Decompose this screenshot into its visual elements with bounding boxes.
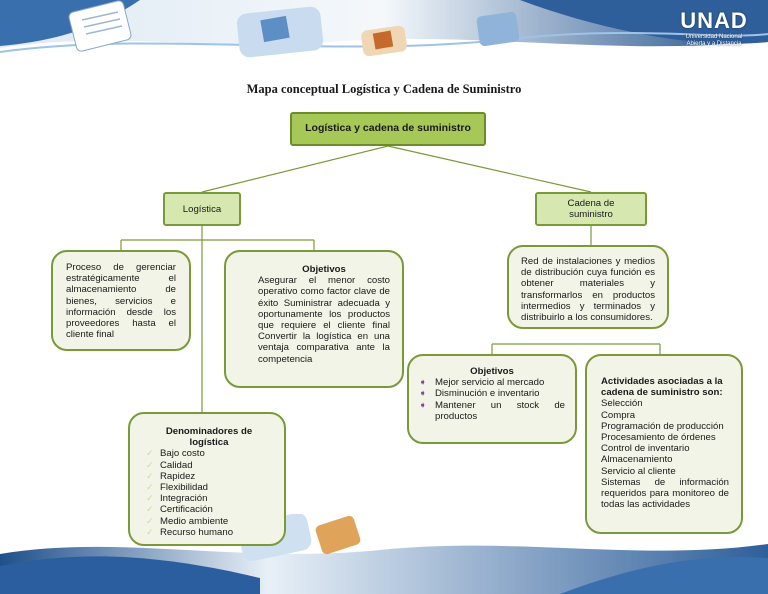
list-item: ✓Calidad — [146, 459, 193, 471]
list-item: ➧Mejor servicio al mercado — [419, 377, 545, 389]
logistica-objetivos-title: Objetivos — [302, 264, 346, 275]
actividad-item-4: Control de inventario — [601, 443, 690, 455]
logo-mark: UNAD — [680, 8, 748, 33]
logistica-objetivos-text: Asegurar el menor costo operativo como f… — [258, 275, 390, 365]
actividad-item-1: Compra — [601, 409, 636, 421]
document-icon — [236, 6, 324, 58]
actividades-title: Actividades asociadas a la cadena de sum… — [601, 376, 723, 399]
list-item: ✓Recurso humano — [146, 526, 234, 538]
actividad-item-5: Almacenamiento — [601, 454, 673, 466]
actividad-item-0: Selección — [601, 398, 643, 410]
logo-subtitle-line1: Universidad Nacional — [685, 34, 743, 40]
denominadores-list: ✓Bajo costo ✓Calidad ✓Rapidez ✓Flexibili… — [146, 448, 272, 538]
arrow-bullet-icon: ➧ — [419, 399, 427, 410]
list-item: ✓Medio ambiente — [146, 515, 229, 527]
check-icon: ✓ — [146, 493, 154, 504]
cadena-suministro-node: Cadena de suministro — [535, 192, 647, 226]
cadena-definition-text: Red de instalaciones y medios de distrib… — [521, 256, 655, 324]
actividad-item-7: Sistemas de información requeridos para … — [601, 476, 729, 511]
actividad-item-2: Programación de producción — [601, 420, 724, 432]
actividades-box: Actividades asociadas a la cadena de sum… — [585, 354, 743, 534]
unad-logo: UNAD Universidad Nacional Abierta y a Di… — [672, 8, 756, 48]
top-banner-decoration — [0, 0, 768, 58]
logistica-definition-text: Proceso de gerenciar estratégicamente el… — [66, 262, 176, 341]
cadena-objetivos-list: ➧Mejor servicio al mercado ➧Disminución … — [419, 377, 565, 422]
book-icon — [361, 25, 407, 57]
actividad-item-3: Procesamiento de órdenes — [601, 432, 716, 444]
notepad-icon — [68, 0, 132, 52]
check-icon: ✓ — [146, 504, 154, 515]
root-node: Logística y cadena de suministro — [290, 112, 486, 146]
arrow-bullet-icon: ➧ — [419, 388, 427, 399]
check-icon: ✓ — [146, 470, 154, 481]
denominadores-box: Denominadores de logística ✓Bajo costo ✓… — [128, 412, 286, 546]
check-icon: ✓ — [146, 448, 154, 459]
cadena-objetivos-box: Objetivos ➧Mejor servicio al mercado ➧Di… — [407, 354, 577, 444]
check-icon: ✓ — [146, 459, 154, 470]
list-item: ✓Flexibilidad — [146, 482, 208, 494]
logistica-definition-box: Proceso de gerenciar estratégicamente el… — [51, 250, 191, 351]
arrow-bullet-icon: ➧ — [419, 377, 427, 388]
page-title: Mapa conceptual Logística y Cadena de Su… — [246, 82, 522, 96]
list-item: ✓Integración — [146, 493, 208, 505]
list-item: ✓Bajo costo — [146, 448, 205, 460]
check-icon: ✓ — [146, 482, 154, 493]
logistica-node: Logística — [163, 192, 241, 226]
list-item: ➧Mantener un stock de productos — [419, 399, 565, 422]
logistica-objetivos-box: Objetivos Asegurar el menor costo operat… — [224, 250, 404, 388]
list-item: ✓Rapidez — [146, 470, 196, 482]
denominadores-title: Denominadores de logística — [165, 426, 253, 449]
cadena-objetivos-title: Objetivos — [470, 366, 514, 377]
list-item: ✓Certificación — [146, 504, 213, 516]
list-item: ➧Disminución e inventario — [419, 388, 540, 400]
actividad-item-6: Servicio al cliente — [601, 465, 676, 477]
logo-subtitle-line2: Abierta y a Distancia — [686, 41, 742, 47]
check-icon: ✓ — [146, 515, 154, 526]
check-icon: ✓ — [146, 526, 154, 537]
cadena-definition-box: Red de instalaciones y medios de distrib… — [507, 245, 669, 329]
